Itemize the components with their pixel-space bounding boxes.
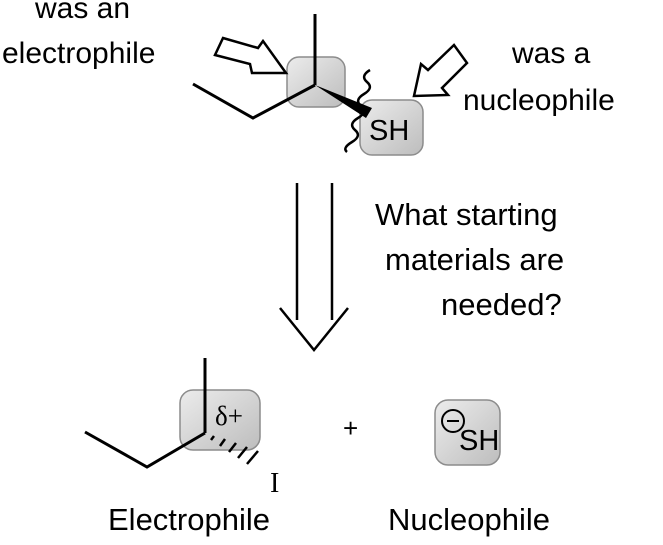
retrosynthetic-arrow	[279, 183, 349, 352]
electrophile-structure: δ+ I	[84, 358, 279, 499]
wedge-bond	[315, 85, 372, 118]
iodine-label: I	[270, 468, 279, 499]
electrophile-note-line-1: was an	[34, 0, 130, 25]
hashed-bond	[210, 435, 259, 465]
question-line-3: needed?	[441, 287, 562, 322]
question-line-1: What starting	[375, 197, 558, 232]
negative-charge-circle	[441, 409, 465, 433]
product-sh-label: SH	[369, 115, 409, 147]
question-line-2: materials are	[385, 242, 564, 277]
electrophile-caption: Electrophile	[108, 502, 270, 537]
nucleophile-caption: Nucleophile	[388, 502, 550, 537]
partial-positive-charge: δ+	[215, 401, 243, 431]
nucleophile-structure: SH	[434, 399, 501, 466]
electrophile-pointer-arrow	[213, 36, 289, 75]
plus-sign: +	[343, 413, 358, 443]
carbon-skeleton	[192, 82, 316, 120]
sh-highlight	[359, 99, 424, 156]
nucleophile-sh-label: SH	[459, 425, 499, 457]
nucleophile-note-line-1: was a	[511, 37, 591, 70]
nucleophile-box	[434, 399, 501, 466]
nucleophile-note-line-2: nucleophile	[463, 84, 615, 117]
electrophile-skeleton	[84, 430, 206, 469]
nucleophile-pointer-arrow	[412, 43, 469, 98]
disconnection-wavy-line	[344, 68, 372, 153]
product-structure: SH	[192, 14, 424, 156]
electrophile-note-line-2: electrophile	[2, 37, 155, 70]
